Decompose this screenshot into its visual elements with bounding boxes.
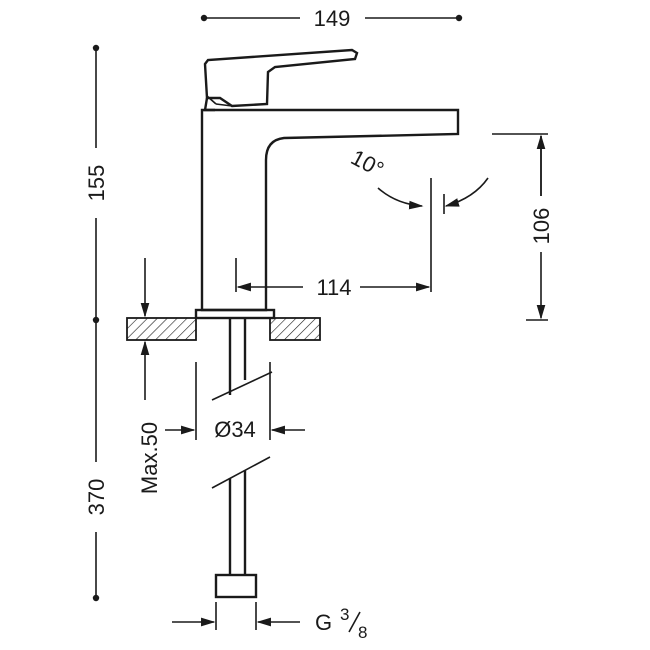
dim-370-label: 370 <box>84 479 109 516</box>
dim-34-label: Ø34 <box>214 417 256 442</box>
dim-114: 114 <box>235 178 432 300</box>
supply-pipe <box>211 318 273 599</box>
dim-g-label: G <box>315 610 332 635</box>
dim-g38: G 3 8 <box>172 602 367 642</box>
base-plate <box>194 308 276 320</box>
dim-max50: Max.50 <box>137 258 162 494</box>
dim-149: 149 <box>200 6 463 31</box>
lever-handle <box>203 48 359 108</box>
dim-114-label: 114 <box>316 275 351 300</box>
dim-vertical-left: 155 370 <box>84 44 109 602</box>
connection-nut <box>214 573 258 599</box>
dim-149-label: 149 <box>314 6 351 31</box>
dim-34: Ø34 <box>165 362 305 442</box>
faucet-body <box>194 48 460 320</box>
countertop <box>126 317 321 341</box>
dim-10deg: 10° <box>347 145 489 214</box>
dim-g-numerator: 3 <box>340 605 349 624</box>
dim-106-label: 106 <box>529 208 554 245</box>
dim-g-denominator: 8 <box>358 623 367 642</box>
spout <box>200 108 460 312</box>
dim-max50-label: Max.50 <box>137 422 162 494</box>
dim-10deg-label: 10° <box>347 145 388 183</box>
dim-106: 106 <box>492 133 554 321</box>
dim-155-label: 155 <box>84 165 109 202</box>
